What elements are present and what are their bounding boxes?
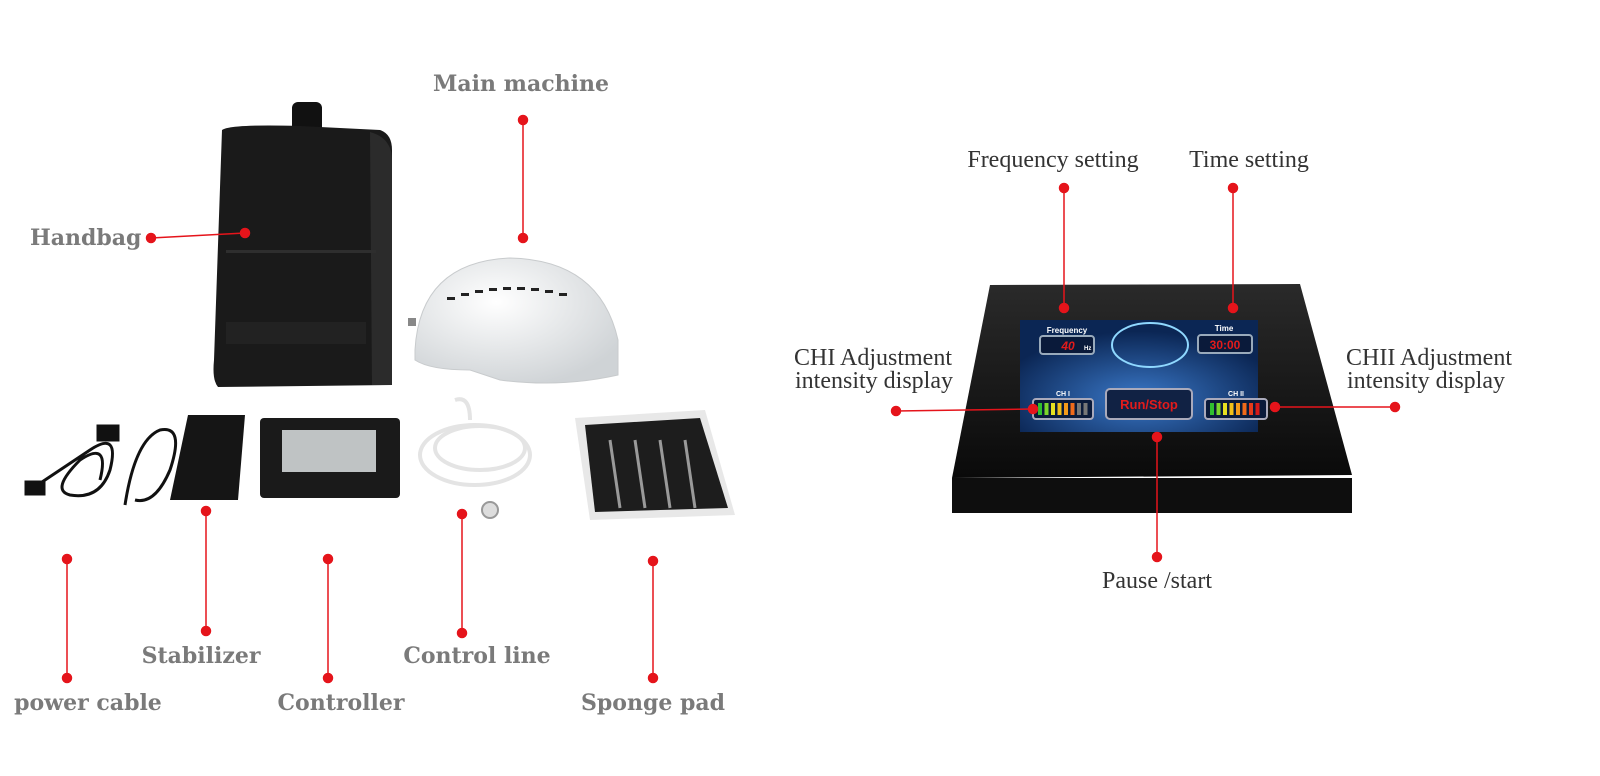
intensity-bar xyxy=(1044,403,1049,415)
callout-dot xyxy=(61,553,73,565)
callout-dot xyxy=(517,114,529,126)
callout-dot xyxy=(647,555,659,567)
intensity-bar xyxy=(1255,403,1260,415)
intensity-bar xyxy=(1051,403,1055,415)
callout-dot xyxy=(1227,302,1239,314)
callout-dot xyxy=(239,227,251,239)
intensity-bar xyxy=(1038,403,1042,415)
intensity-bar xyxy=(1077,403,1081,415)
screen-ch1-label: CH I xyxy=(1056,391,1070,398)
callout-dot xyxy=(1058,302,1070,314)
screen-ch2-label: CH II xyxy=(1228,391,1244,398)
run-stop-button[interactable]: Run/Stop xyxy=(1120,397,1178,412)
callout-dot xyxy=(456,627,468,639)
callout-dot xyxy=(322,553,334,565)
label-control-line: Control line xyxy=(403,643,550,669)
callout-dot xyxy=(200,625,212,637)
callout-frequency-setting xyxy=(1058,182,1070,314)
intensity-bar xyxy=(1216,403,1221,415)
callout-controller xyxy=(322,553,334,684)
callout-pause-start xyxy=(1151,431,1163,563)
callout-dot xyxy=(1027,403,1039,415)
intensity-bar xyxy=(1070,403,1075,415)
label-main-machine: Main machine xyxy=(433,71,609,97)
sponge-pad-image xyxy=(575,410,735,520)
callout-dot xyxy=(322,672,334,684)
label-pause-start: Pause /start xyxy=(1102,568,1212,594)
callout-power-cable xyxy=(61,553,73,684)
label-sponge-pad: Sponge pad xyxy=(581,690,725,716)
intensity-bar xyxy=(1064,403,1068,415)
callout-time-setting xyxy=(1227,182,1239,314)
label-power-cable: power cable xyxy=(14,690,162,716)
screen-frequency-unit: Hz xyxy=(1084,346,1091,352)
callout-dot xyxy=(647,672,659,684)
callout-dot xyxy=(1389,401,1401,413)
intensity-bar xyxy=(1083,403,1088,415)
label-time-setting: Time setting xyxy=(1189,147,1309,173)
screen-time-value: 30:00 xyxy=(1210,338,1241,352)
screen-time-label: Time xyxy=(1215,324,1234,333)
intensity-bar xyxy=(1249,403,1253,415)
screen-frequency-label: Frequency xyxy=(1047,326,1088,335)
callout-dot xyxy=(61,672,73,684)
intensity-bar xyxy=(1223,403,1227,415)
callout-dot xyxy=(1058,182,1070,194)
screen-frequency-value: 40 xyxy=(1060,339,1075,353)
label-chi-line2: intensity display xyxy=(795,368,953,394)
callout-main-machine xyxy=(517,114,529,244)
intensity-bar xyxy=(1057,403,1062,415)
controller-closeup-image xyxy=(952,284,1352,513)
label-chii-line1: CHII Adjustment xyxy=(1346,345,1512,371)
callout-sponge-pad xyxy=(647,555,659,684)
callout-control-line xyxy=(456,508,468,639)
intensity-bar xyxy=(1236,403,1240,415)
callout-chii xyxy=(1269,401,1401,413)
callout-handbag xyxy=(145,227,251,244)
main-machine-helmet-image xyxy=(408,257,619,384)
callout-dot xyxy=(200,505,212,517)
callout-line xyxy=(895,408,1034,412)
control-line-image xyxy=(418,397,532,519)
label-controller: Controller xyxy=(278,690,405,716)
callout-dot xyxy=(517,232,529,244)
handbag-image xyxy=(213,102,392,387)
callout-dot xyxy=(890,405,902,417)
callout-dot xyxy=(145,232,157,244)
callout-stabilizer xyxy=(200,505,212,637)
intensity-bar xyxy=(1229,403,1234,415)
label-chi-line1: CHI Adjustment xyxy=(794,345,952,371)
callout-chi xyxy=(890,403,1039,417)
callout-line xyxy=(150,232,246,239)
label-stabilizer: Stabilizer xyxy=(142,643,261,669)
label-chii-line2: intensity display xyxy=(1347,368,1505,394)
controller-image xyxy=(260,418,400,498)
callout-dot xyxy=(456,508,468,520)
power-cable-image xyxy=(24,424,120,498)
stabilizer-image xyxy=(123,415,245,506)
intensity-bar xyxy=(1242,403,1247,415)
label-handbag: Handbag xyxy=(30,225,141,251)
label-frequency-setting: Frequency setting xyxy=(967,147,1138,173)
callout-dot xyxy=(1269,401,1281,413)
callout-dot xyxy=(1151,431,1163,443)
callout-dot xyxy=(1151,551,1163,563)
callout-dot xyxy=(1227,182,1239,194)
intensity-bar xyxy=(1210,403,1214,415)
